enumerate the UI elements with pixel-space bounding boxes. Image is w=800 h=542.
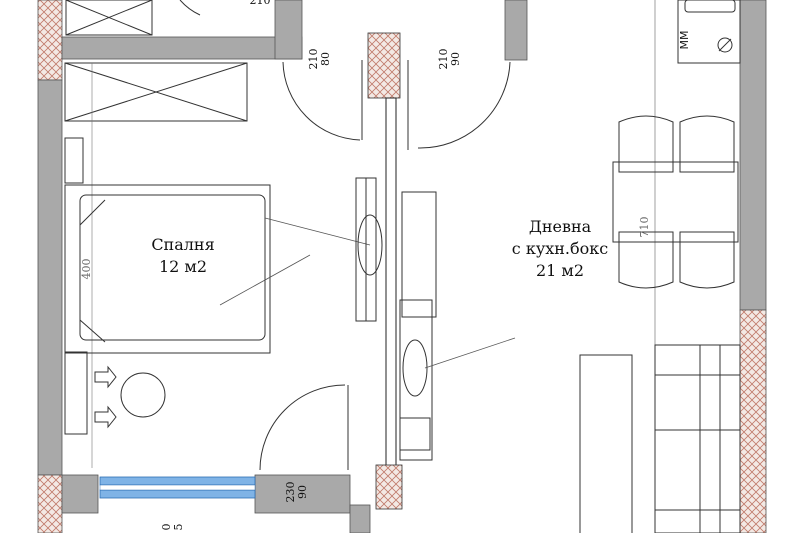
table-dimension: 710 (638, 216, 651, 238)
door-bottom-width: 90 (296, 485, 309, 499)
bed (64, 137, 371, 354)
bottom-left-dimension-b: 5 (172, 523, 185, 531)
living-room-name: Дневна (528, 217, 592, 236)
washing-machine-label: ММ (678, 30, 691, 50)
desk-and-chair (64, 351, 166, 435)
bedroom-label: Спалня 12 м2 (128, 234, 238, 278)
bedroom-name: Спалня (151, 235, 215, 254)
door-top-left-width: 80 (319, 52, 332, 66)
door-top-right-dimension: 210 90 (437, 39, 462, 79)
living-room-area: 21 м2 (535, 261, 585, 280)
dining-table (612, 115, 739, 289)
door-top-right-width: 90 (449, 52, 462, 66)
door-bottom-dimension: 230 90 (284, 472, 309, 512)
walls (37, 0, 767, 533)
kitchen (654, 0, 741, 533)
partition-wall (367, 32, 403, 510)
window (99, 476, 256, 499)
sliding-doors (355, 177, 516, 461)
shower-unit (65, 0, 153, 36)
top-cut-dimension: 210 (249, 0, 271, 7)
living-room-label: Дневна с кухн.бокс 21 м2 (495, 216, 625, 282)
living-room-subtitle: с кухн.бокс (511, 239, 609, 258)
bottom-left-dimension: 0 5 (160, 512, 185, 542)
door-top-left-dimension: 210 80 (307, 39, 332, 79)
sofa (579, 344, 741, 533)
door-swings (179, 0, 511, 471)
wardrobe (64, 62, 248, 468)
bedroom-wall-dimension: 400 (80, 258, 93, 280)
bedroom-area: 12 м2 (158, 257, 208, 276)
